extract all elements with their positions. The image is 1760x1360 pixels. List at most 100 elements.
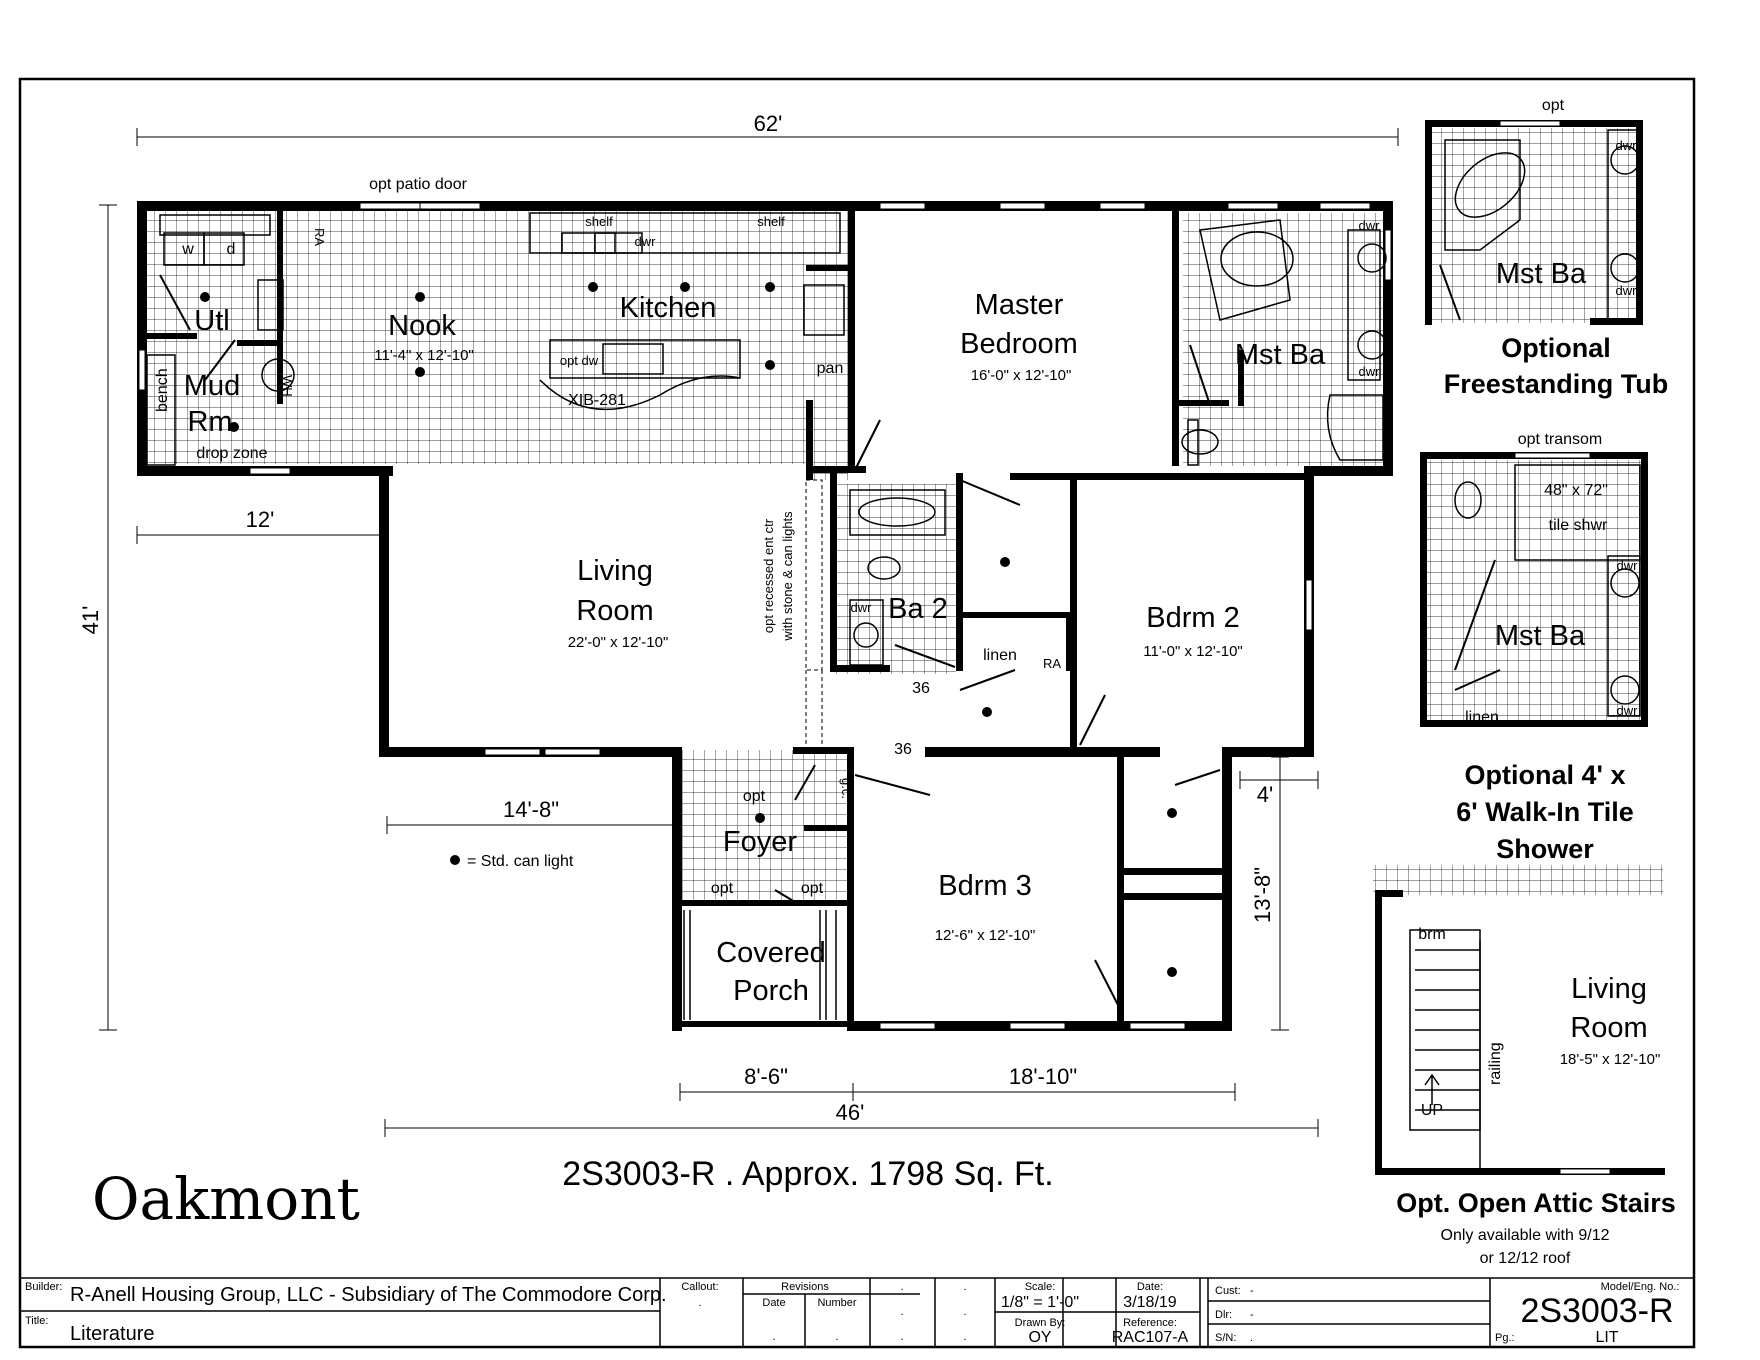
dimension-lines [99,128,1399,1137]
porch-steps [683,910,837,1020]
tb-cust: - [1250,1285,1254,1297]
tb-pg: LIT [1595,1329,1618,1346]
tb-model-label: Model/Eng. No.: [1601,1281,1680,1293]
stairs-note-1: Only available with 9/12 [1441,1227,1610,1244]
tile-floors [143,128,1663,900]
inset-freestanding-tub: opt dwr dwr Mst Ba Optional Freestanding… [1425,97,1668,399]
tb-revisions-label: Revisions [781,1281,829,1293]
label-master-dim: 16'-0" x 12'-10" [971,367,1072,384]
tb-dot-1: . [900,1281,903,1293]
shower-dwr-2: dwr [1617,703,1639,718]
door-width-a: 36 [912,680,930,697]
label-living-2: Room [576,595,653,627]
tb-scale-label: Scale: [1025,1281,1056,1293]
tb-dot-7: . [900,1331,903,1343]
tb-dot-8: . [963,1331,966,1343]
label-mst-ba: Mst Ba [1235,339,1326,371]
stairs-up: UP [1421,1102,1443,1119]
ent-center-outline [805,479,823,750]
inset-attic-stairs: brm railing UP Living Room 18'-5" x 12'-… [1375,890,1676,1267]
label-washer: w [181,241,194,258]
tb-dlr-label: Dlr: [1215,1309,1232,1321]
label-nook-dim: 11'-4" x 12'-10" [374,347,474,364]
tub-title-1: Optional [1501,333,1611,363]
tb-number-col: Number [817,1297,856,1309]
label-mst-dwr-1: dwr [1359,218,1381,233]
tb-dlr: - [1250,1309,1254,1321]
label-foyer: Foyer [723,826,797,858]
stairs-railing: railing [1487,1042,1504,1085]
dim-porch-setback: 14'-8" [503,797,559,822]
interior-walls [147,209,1310,1027]
tb-builder: R-Anell Housing Group, LLC - Subsidiary … [70,1284,667,1306]
shower-size-2: tile shwr [1549,517,1608,534]
shower-size-1: 48" x 72" [1544,482,1608,499]
tb-reference-label: Reference: [1123,1317,1177,1329]
label-legend: = Std. can light [467,853,574,870]
windows [138,202,1392,1030]
label-living-dim: 22'-0" x 12'-10" [568,634,669,651]
dim-bump-depth: 4' [1257,782,1273,807]
label-pan: pan [817,360,844,377]
tub-dwr-2: dwr [1616,283,1638,298]
dim-bedroom3-depth: 13'-8" [1250,867,1275,923]
stairs-title: Opt. Open Attic Stairs [1396,1188,1676,1218]
door-swings [159,264,1501,1006]
label-mud-1: Mud [184,370,240,402]
tb-date: 3/18/19 [1123,1294,1176,1311]
label-porch-1: Covered [716,937,826,969]
label-bdrm3-dim: 12'-6" x 12'-10" [935,927,1036,944]
label-mud-2: Rm [187,406,232,438]
label-utl: Utl [194,305,229,337]
tb-dot-2: . [963,1281,966,1293]
tb-cust-label: Cust: [1215,1285,1241,1297]
label-ra-2: RA [1043,656,1061,671]
label-shelf-1: shelf [585,214,613,229]
tb-title: Literature [70,1323,155,1345]
label-patio-door: opt patio door [369,176,468,193]
label-porch-2: Porch [733,975,809,1007]
sheet-border [18,77,1696,1349]
label-ba2-dwr: dwr [851,600,873,615]
label-ba2: Ba 2 [888,593,948,625]
label-ent-ctr-1: opt recessed ent ctr [761,518,776,633]
tb-pg-label: Pg.: [1495,1332,1515,1344]
label-ra: RA [312,228,327,246]
title-block: Builder: R-Anell Housing Group, LLC - Su… [20,1277,1694,1347]
label-bdrm2-dim: 11'-0" x 12'-10" [1143,643,1243,660]
label-master-1: Master [975,289,1064,321]
stairs-living-2: Room [1570,1012,1647,1044]
label-kitchen-dwr: dwr [635,234,657,249]
can-lights [200,282,1177,977]
tub-opt: opt [1542,97,1565,114]
shower-dwr-1: dwr [1617,558,1639,573]
tb-scale: 1/8" = 1'-0" [1001,1294,1079,1311]
label-bench: bench [154,368,171,412]
tb-dot-3: . [900,1306,903,1318]
shower-title-3: Shower [1496,834,1594,864]
label-kitchen: Kitchen [620,292,717,324]
dim-overall-depth: 41' [78,606,103,635]
tub-mst-ba: Mst Ba [1496,258,1587,290]
dim-overall-width: 62' [754,111,783,136]
tb-callout-label: Callout: [681,1281,718,1293]
tb-sn-label: S/N: [1215,1332,1236,1344]
tb-builder-label: Builder: [25,1281,62,1293]
label-bdrm2: Bdrm 2 [1146,602,1239,634]
label-opt-dw: opt dw [560,353,599,368]
label-mst-dwr-2: dwr [1359,364,1381,379]
stairs-brm: brm [1418,926,1446,943]
dim-bedroom-wing: 18'-10" [1009,1064,1077,1089]
tb-date-col: Date [762,1297,785,1309]
label-nook: Nook [388,310,456,342]
label-linen: linen [983,647,1017,664]
label-dryer: d [227,241,236,258]
tub-title-2: Freestanding Tub [1444,369,1669,399]
dim-lower-width: 46' [836,1100,865,1125]
stairs-note-2: or 12/12 roof [1480,1250,1571,1267]
model-name: Oakmont [92,1165,360,1233]
tb-dot-4: . [963,1306,966,1318]
tb-date-label: Date: [1137,1281,1163,1293]
tb-dot-6: . [835,1331,838,1343]
